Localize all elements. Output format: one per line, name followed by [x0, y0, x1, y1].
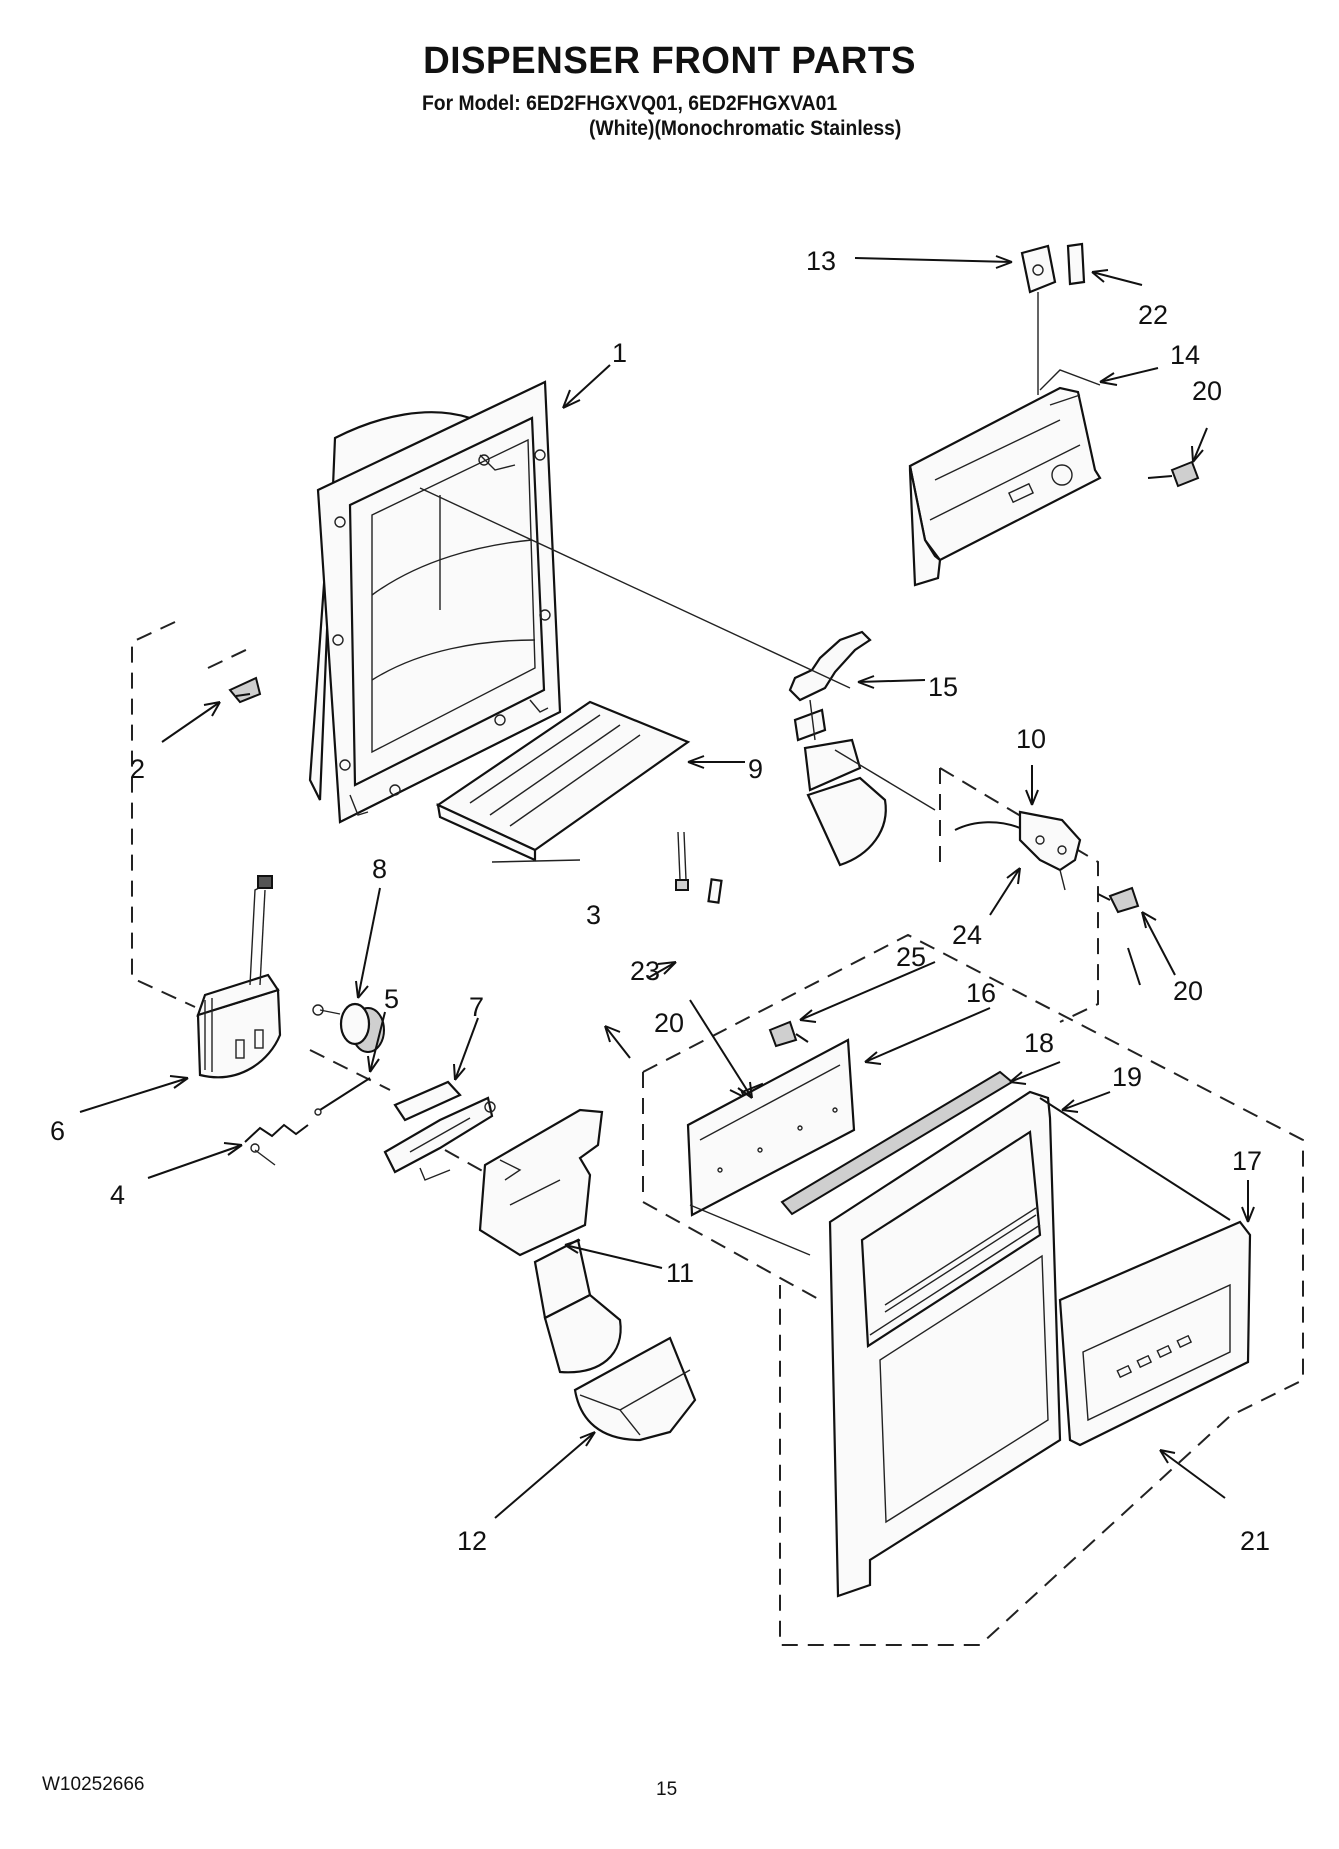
- callout-20-right: 20: [1173, 976, 1203, 1006]
- boundary-left: [131, 621, 196, 1008]
- callout-25: 25: [896, 942, 926, 972]
- callout-4: 4: [110, 1180, 125, 1210]
- insulator-part-22: [1066, 242, 1086, 286]
- callout-21: 21: [1240, 1526, 1270, 1556]
- callout-labels: 1 2 3 4 5 6 7 8 9 10 11 12 13 14 15 16 1…: [50, 246, 1270, 1556]
- callout-20-center: 20: [654, 1008, 684, 1038]
- boundary-control-board: [642, 1072, 821, 1301]
- page-number: 15: [656, 1779, 678, 1800]
- callout-7: 7: [469, 992, 484, 1022]
- callout-14: 14: [1170, 340, 1200, 370]
- pad-part-23: [707, 878, 723, 904]
- front-frame-part-19: [828, 1090, 1062, 1598]
- drip-tray-part-9: [435, 700, 691, 863]
- screw-part-2: [228, 676, 262, 704]
- boundary-actuator-7: [444, 1149, 496, 1179]
- funnel-part-12: [573, 1336, 697, 1442]
- boundary-water-valve: [939, 767, 1099, 1023]
- callout-1: 1: [612, 338, 627, 368]
- actuator-part-7: [383, 1080, 496, 1181]
- callout-10: 10: [1016, 724, 1046, 754]
- variant-line: (White)(Monochromatic Stainless): [589, 117, 902, 140]
- document-number: W10252666: [42, 1774, 145, 1795]
- callout-12: 12: [457, 1526, 487, 1556]
- actuator-part-15: [788, 630, 887, 867]
- callout-24: 24: [952, 920, 982, 950]
- overlay-part-17: [1058, 1220, 1252, 1447]
- callout-17: 17: [1232, 1146, 1262, 1176]
- callout-23: 23: [630, 956, 660, 986]
- callout-15: 15: [928, 672, 958, 702]
- control-board-part-16: [686, 1038, 856, 1217]
- switch-part-13: [1020, 244, 1057, 395]
- callout-6: 6: [50, 1116, 65, 1146]
- leader-lines: [79, 255, 1255, 1519]
- boundary-front-panel: [642, 933, 1304, 1646]
- callout-2: 2: [130, 754, 145, 784]
- control-module-part-6: [196, 875, 282, 1079]
- callout-3: 3: [586, 900, 601, 930]
- callout-5: 5: [384, 984, 399, 1014]
- callout-19: 19: [1112, 1062, 1142, 1092]
- model-line: For Model: 6ED2FHGXVQ01, 6ED2FHGXVA01: [422, 92, 838, 115]
- screw-part-20: [729, 460, 1200, 1108]
- lever-part-11: [478, 1108, 622, 1374]
- housing-part-1: [308, 380, 562, 824]
- boundary-pin-5: [309, 1049, 391, 1091]
- water-tube-part-10: [954, 810, 1082, 891]
- page-title: DISPENSER FRONT PARTS: [423, 40, 916, 82]
- callout-8: 8: [372, 854, 387, 884]
- callout-16: 16: [966, 978, 996, 1008]
- spring-part-4: [244, 1123, 309, 1166]
- solenoid-part-8: [312, 1002, 385, 1053]
- sensor-part-3: [675, 831, 689, 891]
- callout-18: 18: [1024, 1028, 1054, 1058]
- callout-22: 22: [1138, 300, 1168, 330]
- screw-part-25: [768, 1020, 809, 1048]
- callout-11: 11: [666, 1258, 694, 1288]
- pin-part-5: [314, 1077, 371, 1116]
- boundary-screw-2: [207, 647, 251, 669]
- bracket-part-14: [908, 369, 1102, 587]
- callout-13: 13: [806, 246, 836, 276]
- callout-9: 9: [748, 754, 763, 784]
- callout-20-top: 20: [1192, 376, 1222, 406]
